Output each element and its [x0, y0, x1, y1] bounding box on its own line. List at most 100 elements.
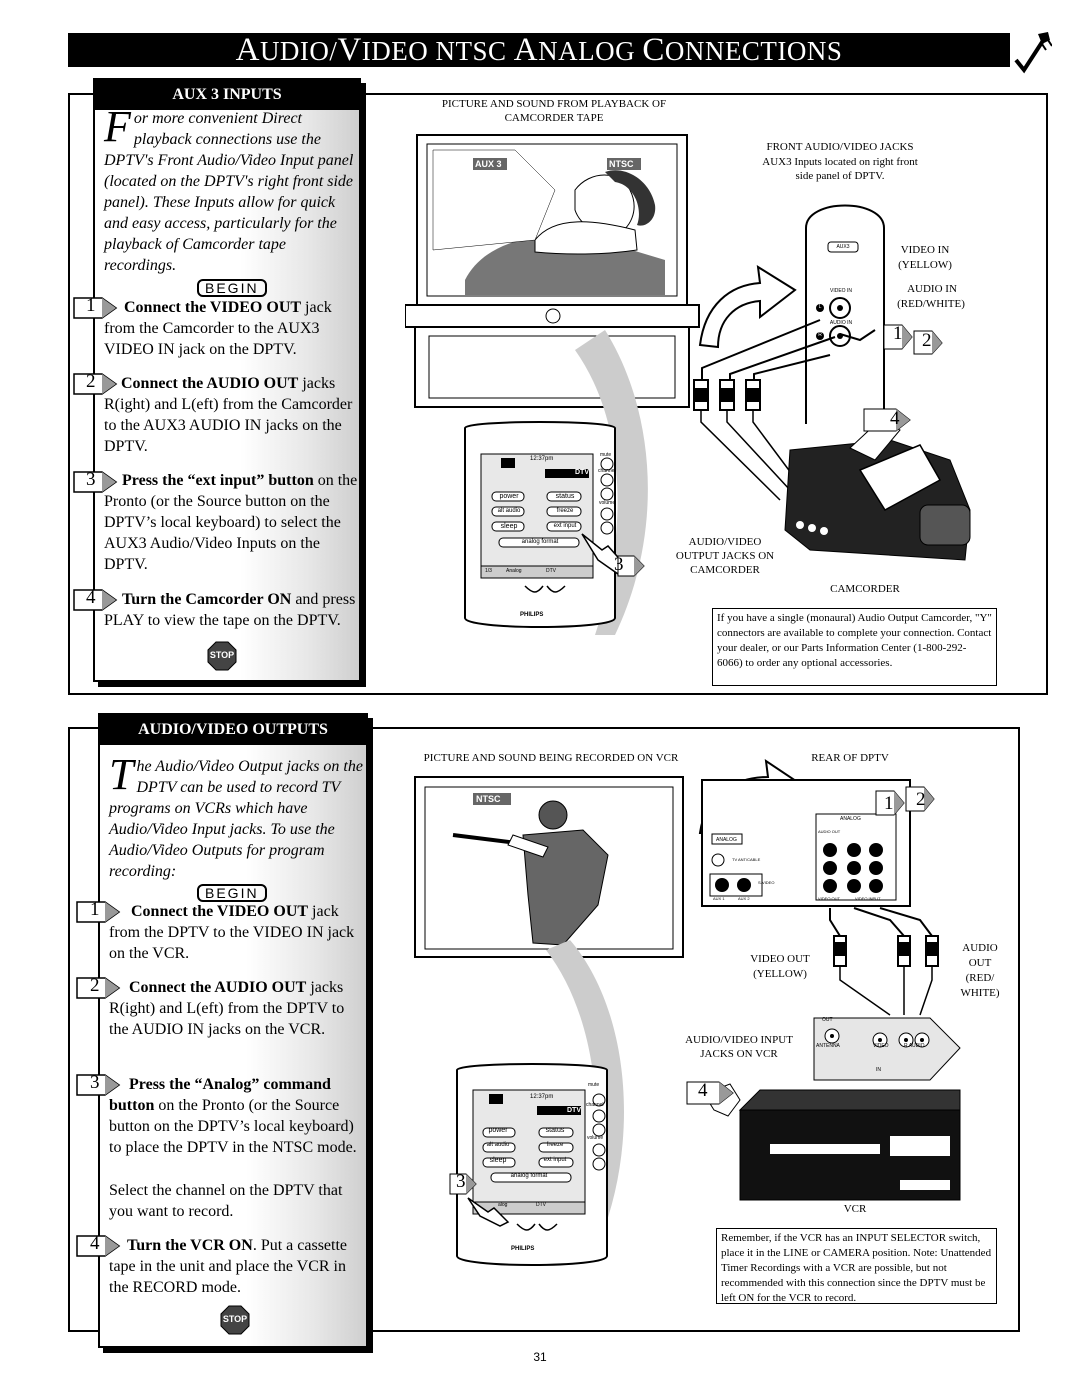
step-arrow-icon — [73, 589, 118, 611]
remote-mode: DTV — [575, 469, 589, 476]
remote-analog-format-button[interactable]: analog format — [521, 539, 559, 545]
audio-colors-2: WHITE) — [960, 987, 1000, 999]
outputs-callout-3: 3 — [456, 1171, 466, 1192]
remote-channel: channel — [586, 1102, 604, 1108]
remote-ext-input-button[interactable]: ext input — [543, 1157, 567, 1163]
remote-alt-audio-button[interactable]: alt audio — [486, 1142, 510, 1148]
rear-caption: REAR OF DPTV — [811, 752, 889, 764]
remote-page: 1/3 — [485, 568, 492, 574]
stop-sign-label: STOP — [209, 650, 235, 660]
remote-volume: volume — [599, 500, 616, 506]
remote-dtv-tab[interactable]: DTV — [546, 568, 556, 574]
step-arrow-icon — [76, 901, 121, 923]
remote-sleep-button[interactable]: sleep — [489, 1157, 507, 1164]
camcorder-label: CAMCORDER — [830, 583, 900, 595]
video-in-color: (YELLOW) — [898, 259, 952, 271]
panel-r-label: R — [818, 332, 822, 338]
rear-tv-ant-label: TV ANT/CABLE — [732, 857, 761, 862]
pronto-remote-illustration — [456, 1063, 608, 1266]
remote-ext-input-button[interactable]: ext input — [553, 523, 577, 529]
remote-analog-format-button[interactable]: analog format — [510, 1173, 548, 1179]
vcr-audio-label: R AUDIO — [904, 1043, 925, 1049]
remote-mute: mute — [588, 1082, 600, 1088]
aux3-step-4: Turn the Camcorder ON and press PLAY to … — [104, 591, 356, 629]
callout-3: 3 — [614, 554, 624, 575]
remote-freeze-button[interactable]: freeze — [546, 1142, 564, 1148]
outputs-drop-cap: T — [109, 750, 134, 799]
step-arrow-icon — [73, 471, 118, 493]
audio-out-label: OUT — [968, 957, 992, 969]
vcr-illustration — [703, 1083, 961, 1201]
aux3-screen-tag: AUX 3 — [473, 158, 507, 170]
outputs-sidebar: AUDIO/VIDEO OUTPUTS — [98, 713, 368, 1348]
remote-alt-audio-button[interactable]: alt audio — [497, 508, 521, 514]
outputs-header: AUDIO/VIDEO OUTPUTS — [100, 715, 366, 745]
outputs-step-3: Press the “Analog” command button on the… — [109, 1076, 357, 1156]
remote-power-button[interactable]: power — [488, 1127, 508, 1134]
callout-2: 2 — [922, 330, 932, 351]
rear-video-out-label: VIDEO OUT — [818, 896, 841, 901]
callout-arrows-icon — [875, 786, 935, 816]
step-arrow-icon — [73, 297, 118, 319]
remote-analog-tab[interactable]: Analog — [506, 568, 522, 574]
outputs-step-2: Connect the AUDIO OUT jacks R(ight) and … — [109, 979, 345, 1038]
front-jacks-desc: AUX3 Inputs located on right front side … — [762, 156, 918, 182]
front-av-panel — [805, 204, 885, 424]
outputs-note: Remember, if the VCR has an INPUT SELECT… — [716, 1228, 997, 1304]
vcr-in-label: IN — [876, 1067, 881, 1073]
page-title: AUDIO/VIDEO NTSC ANALOG CONNECTIONS — [68, 33, 1010, 67]
rear-svideo-label: S-VIDEO — [758, 880, 775, 885]
aux3-step-1-number: 1 — [86, 295, 96, 316]
aux3-drop-cap: F — [104, 102, 131, 151]
callout-4: 4 — [890, 408, 900, 429]
vcr-video-label: VIDEO — [873, 1043, 889, 1049]
audio-in-label: AUDIO IN — [907, 283, 957, 295]
cables-illustration — [693, 319, 876, 501]
vcr-jacks-label: AUDIO/VIDEO INPUT JACKS ON VCR — [685, 1034, 793, 1060]
outputs-step-3-number: 3 — [90, 1072, 100, 1093]
remote-analog-tab[interactable]: alog — [498, 1202, 508, 1208]
rear-analog-label: ANALOG — [840, 816, 861, 822]
outputs-step-1: Connect the VIDEO OUT jack from the DPTV… — [109, 903, 355, 962]
panel-audio-in-label: AUDIO IN — [829, 320, 853, 326]
remote-freeze-button[interactable]: freeze — [556, 508, 574, 514]
audio-label: AUDIO — [962, 942, 998, 954]
remote-mode: DTV — [567, 1107, 581, 1114]
remote-power-button[interactable]: power — [499, 493, 519, 500]
remote-time: 12:37pm — [530, 456, 554, 462]
pen-check-icon — [1014, 32, 1052, 74]
aux3-header: AUX 3 INPUTS — [95, 80, 359, 110]
remote-time: 12:37pm — [530, 1094, 554, 1100]
outputs-callout-1: 1 — [884, 793, 894, 814]
aux3-step-3-number: 3 — [86, 469, 96, 490]
remote-status-button[interactable]: status — [545, 1127, 565, 1134]
rear-aux2-label: AUX 2 — [738, 896, 750, 901]
video-in-label: VIDEO IN — [900, 244, 950, 256]
panel-aux3-label: AUX3 — [836, 244, 850, 250]
dptv-screen-illustration — [414, 776, 684, 958]
outputs-step-4-number: 4 — [90, 1233, 100, 1254]
video-out-color: (YELLOW) — [753, 968, 807, 980]
remote-brand: PHILIPS — [520, 612, 544, 618]
aux3-begin-badge: BEGIN — [197, 279, 267, 297]
rear-analog2-label: ANALOG — [716, 837, 737, 843]
hand-pointer-icon — [449, 1173, 510, 1227]
video-out-label: VIDEO OUT — [750, 953, 810, 965]
outputs-step-4: Turn the VCR ON. Put a cassette tape in … — [109, 1237, 348, 1296]
camcorder-jacks-label: AUDIO/VIDEO OUTPUT JACKS ON CAMCORDER — [675, 536, 775, 576]
aux3-picture-caption: PICTURE AND SOUND FROM PLAYBACK OF CAMCO… — [441, 98, 667, 124]
hand-pointer-icon — [581, 533, 645, 577]
outputs-step-2-number: 2 — [90, 975, 100, 996]
stop-sign-icon — [220, 1305, 250, 1335]
panel-video-in-label: VIDEO IN — [830, 288, 852, 294]
stop-sign-icon — [207, 641, 237, 671]
rear-panel-illustration — [701, 779, 911, 907]
remote-dtv-tab[interactable]: DTV — [536, 1202, 546, 1208]
remote-volume: volume — [587, 1135, 604, 1141]
remote-status-button[interactable]: status — [555, 493, 575, 500]
aux3-step-2: Connect the AUDIO OUT jacks R(ight) and … — [104, 375, 353, 455]
remote-sleep-button[interactable]: sleep — [500, 523, 518, 530]
curved-arrow-icon — [698, 265, 797, 349]
remote-mute: mute — [600, 452, 612, 458]
remote-channel: channel — [598, 468, 616, 474]
